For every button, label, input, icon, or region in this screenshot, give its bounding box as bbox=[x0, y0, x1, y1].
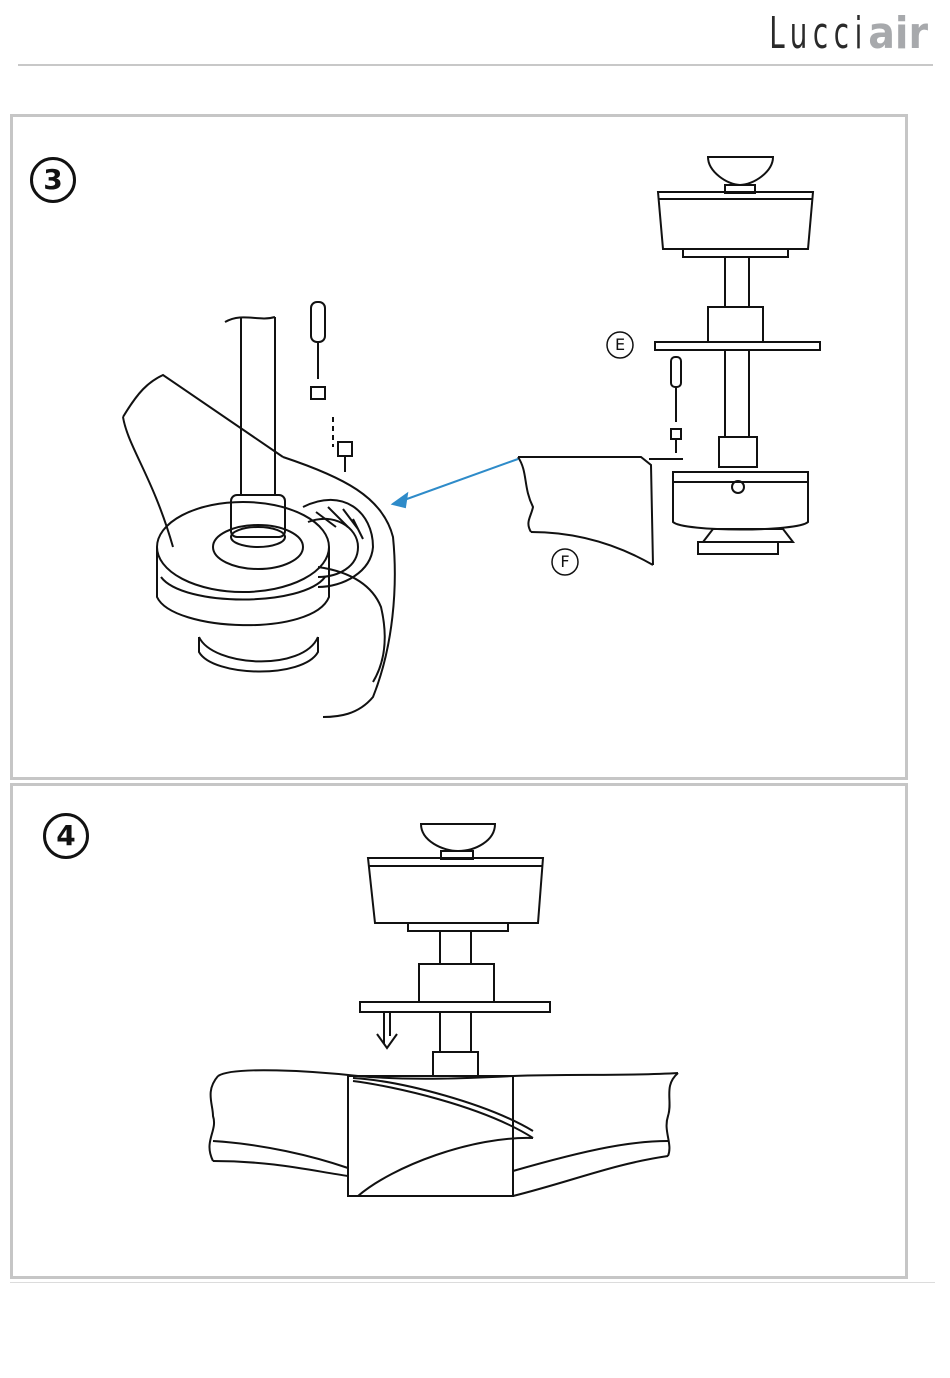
brand-logo: Lucciair bbox=[727, 2, 928, 66]
blades-step4 bbox=[209, 1070, 678, 1196]
step-4-illustration bbox=[13, 786, 905, 1276]
screwdriver-left bbox=[311, 302, 352, 472]
header-divider bbox=[18, 64, 933, 66]
canopy-right bbox=[658, 157, 813, 342]
direction-arrow bbox=[393, 459, 518, 507]
screwdriver-right bbox=[671, 357, 681, 453]
blade-f bbox=[518, 457, 683, 565]
label-f: F bbox=[558, 552, 572, 572]
footer-divider bbox=[10, 1282, 935, 1283]
step-3-panel: 3 bbox=[10, 114, 908, 780]
brand-logo-part1: Lucci bbox=[770, 2, 869, 66]
downrod bbox=[225, 317, 275, 495]
step-3-illustration bbox=[13, 117, 905, 777]
mounting-plate-e bbox=[655, 342, 820, 467]
canopy-step4 bbox=[360, 824, 550, 1076]
brand-logo-part2: air bbox=[868, 8, 928, 59]
label-e: E bbox=[613, 335, 627, 355]
down-arrow bbox=[377, 1012, 397, 1048]
motor-housing bbox=[157, 495, 329, 672]
page-header: Lucciair bbox=[0, 0, 950, 70]
motor-right bbox=[673, 472, 808, 554]
step-4-panel: 4 bbox=[10, 783, 908, 1279]
